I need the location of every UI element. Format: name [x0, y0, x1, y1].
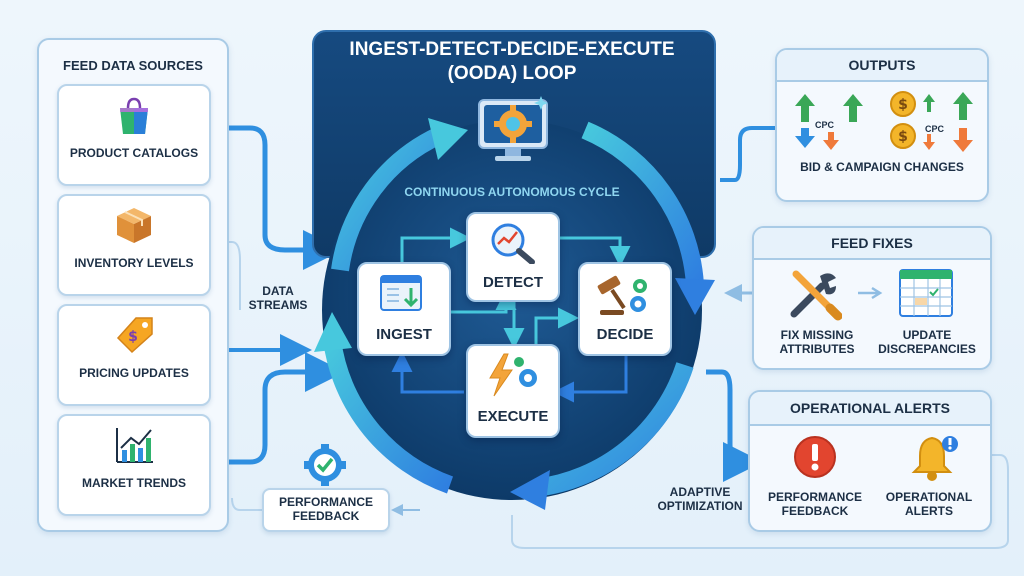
- cpc-arrows-icon: [795, 94, 863, 150]
- wrench-screwdriver-icon: [790, 270, 842, 321]
- shopping-bag-icon: [120, 97, 148, 134]
- feed-sources-panel: FEED DATA SOURCES PRODUCT CATALOGS INVEN…: [37, 38, 229, 532]
- source-inventory-levels[interactable]: INVENTORY LEVELS: [57, 194, 211, 296]
- step-decide[interactable]: DECIDE: [578, 262, 672, 356]
- feedback-line-left: [231, 497, 262, 511]
- feed-fixes-title: FEED FIXES: [831, 235, 913, 251]
- feedback-line-right: [511, 454, 1009, 549]
- source-product-catalogs[interactable]: PRODUCT CATALOGS: [57, 84, 211, 186]
- outputs-header: [777, 50, 987, 82]
- outputs-title: OUTPUTS: [848, 57, 916, 73]
- step-ingest-label: INGEST: [376, 326, 432, 343]
- box-icon: [117, 208, 151, 243]
- source-label: MARKET TRENDS: [82, 476, 186, 490]
- ooda-title-line2: (OODA) LOOP: [447, 63, 577, 84]
- cpc-label-right: CPC: [925, 124, 945, 134]
- step-detect-label: DETECT: [483, 274, 543, 291]
- outputs-caption: BID & CAMPAIGN CHANGES: [800, 160, 964, 174]
- connector-inventory: [210, 241, 241, 310]
- performance-feedback-card[interactable]: PERFORMANCE FEEDBACK: [262, 488, 390, 532]
- connector-catalogs: [210, 125, 343, 270]
- source-label: PRODUCT CATALOGS: [69, 146, 199, 160]
- ooda-subtitle: CONTINUOUS AUTONOMOUS CYCLE: [404, 185, 620, 199]
- source-label: INVENTORY LEVELS: [74, 256, 194, 270]
- connector-trends: [210, 352, 345, 465]
- right-arrow-icon: [858, 286, 883, 300]
- data-streams-label: DATA STREAMS: [248, 284, 308, 312]
- source-label: PRICING UPDATES: [79, 366, 189, 380]
- feed-fix-label: UPDATE DISCREPANCIES: [878, 328, 976, 356]
- step-execute[interactable]: EXECUTE: [466, 344, 560, 438]
- price-tag-icon: $: [116, 317, 153, 354]
- monitor-gear-icon: [478, 96, 548, 161]
- connector-outputs: [720, 126, 775, 182]
- dollar-coins-icon: $ $: [890, 91, 973, 152]
- performance-feedback-label: PERFORMANCE FEEDBACK: [278, 495, 373, 523]
- cpc-label-left: CPC: [815, 120, 835, 130]
- adaptive-optimization-label: ADAPTIVE OPTIMIZATION: [657, 485, 743, 513]
- magnifier-chart-icon: [491, 223, 535, 264]
- feed-fixes-header: [754, 228, 990, 260]
- step-ingest[interactable]: INGEST: [357, 262, 451, 356]
- gavel-gears-icon: [597, 275, 647, 315]
- alert-circle-icon: [794, 436, 836, 478]
- spreadsheet-download-icon: [380, 275, 422, 311]
- feed-fixes-panel: FEED FIXES FIX MISSING ATTRIBUTES UPDATE…: [752, 226, 992, 370]
- connector-alerts: [706, 369, 763, 482]
- svg-text:$: $: [128, 329, 138, 345]
- source-pricing-updates[interactable]: $ PRICING UPDATES: [57, 304, 211, 406]
- trend-chart-icon: [116, 428, 153, 463]
- spreadsheet-check-icon: [899, 269, 953, 317]
- svg-text:$: $: [898, 129, 908, 145]
- feed-fix-label: FIX MISSING ATTRIBUTES: [779, 328, 855, 356]
- source-market-trends[interactable]: MARKET TRENDS: [57, 414, 211, 516]
- step-execute-label: EXECUTE: [477, 408, 549, 425]
- alerts-header: [750, 392, 990, 426]
- alerts-title: OPERATIONAL ALERTS: [790, 400, 950, 416]
- lightning-gears-icon: [489, 353, 537, 397]
- alert-label: OPERATIONAL ALERTS: [885, 490, 973, 518]
- bell-icon: [911, 436, 958, 481]
- step-detect[interactable]: DETECT: [466, 212, 560, 302]
- svg-text:$: $: [898, 97, 908, 113]
- alerts-panel: OPERATIONAL ALERTS PERFORMANCE FEEDBACK …: [748, 390, 992, 532]
- alert-label: PERFORMANCE FEEDBACK: [767, 490, 862, 518]
- ooda-loop-title: INGEST-DETECT-DECIDE-EXECUTE (OODA) LOOP: [312, 38, 712, 86]
- ooda-title-line1: INGEST-DETECT-DECIDE-EXECUTE: [349, 39, 675, 60]
- feed-sources-title: FEED DATA SOURCES: [63, 58, 203, 73]
- step-decide-label: DECIDE: [596, 326, 654, 343]
- cycle-circle: [314, 118, 715, 510]
- outputs-panel: OUTPUTS CPC $ $ CPC BID & CAMPAIGN CHANG…: [775, 48, 989, 202]
- gear-check-icon: [304, 444, 346, 486]
